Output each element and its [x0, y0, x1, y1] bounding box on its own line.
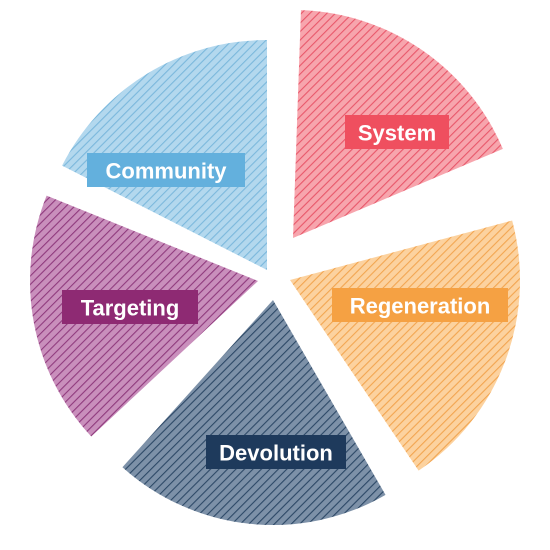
label-system: System [345, 115, 449, 149]
label-community: Community [87, 153, 245, 187]
label-text-targeting: Targeting [81, 296, 180, 321]
label-text-system: System [358, 121, 436, 146]
label-text-devolution: Devolution [219, 441, 333, 466]
label-box-targeting [62, 290, 198, 324]
label-box-community [87, 153, 245, 187]
label-devolution: Devolution [206, 435, 346, 469]
segment-regeneration [290, 220, 521, 471]
label-box-devolution [206, 435, 346, 469]
label-box-system [345, 115, 449, 149]
label-regeneration: Regeneration [332, 288, 508, 322]
label-text-regeneration: Regeneration [350, 294, 491, 319]
label-text-community: Community [106, 159, 228, 184]
label-box-regeneration [332, 288, 508, 322]
label-targeting: Targeting [62, 290, 198, 324]
